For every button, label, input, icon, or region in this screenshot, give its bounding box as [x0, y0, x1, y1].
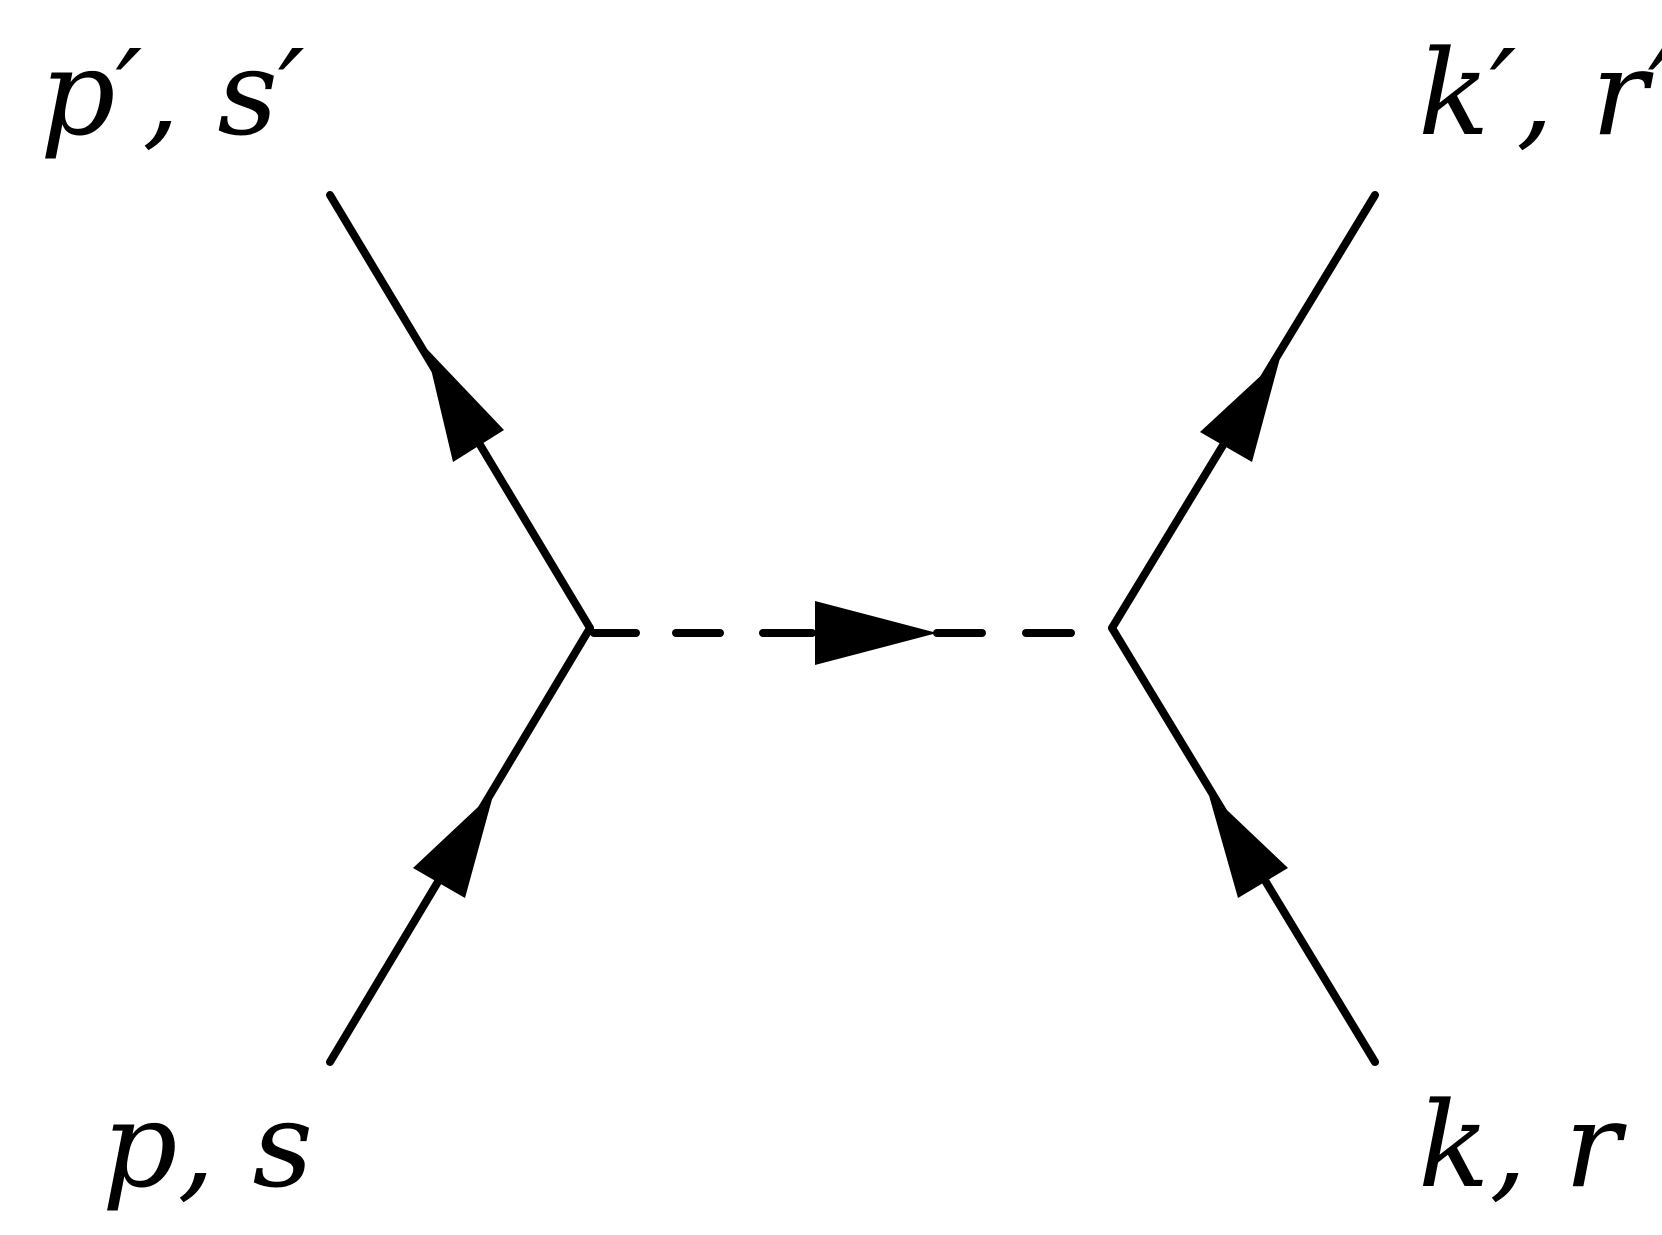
right-fermion-line [1108, 191, 1379, 1066]
left-fermion-line [326, 191, 594, 1066]
propagator-arrow [815, 601, 937, 665]
label-bottom-right: k, r [1418, 1076, 1621, 1214]
label-top-right: k′, r′ [1418, 24, 1662, 162]
right-upper-arrow [1200, 358, 1280, 462]
left-upper-arrow [426, 348, 504, 462]
right-lower-arrow [1208, 792, 1288, 898]
left-lower-arrow [413, 792, 494, 898]
label-top-left: p′, s′ [40, 24, 305, 162]
label-bottom-left: p, s [102, 1076, 314, 1214]
